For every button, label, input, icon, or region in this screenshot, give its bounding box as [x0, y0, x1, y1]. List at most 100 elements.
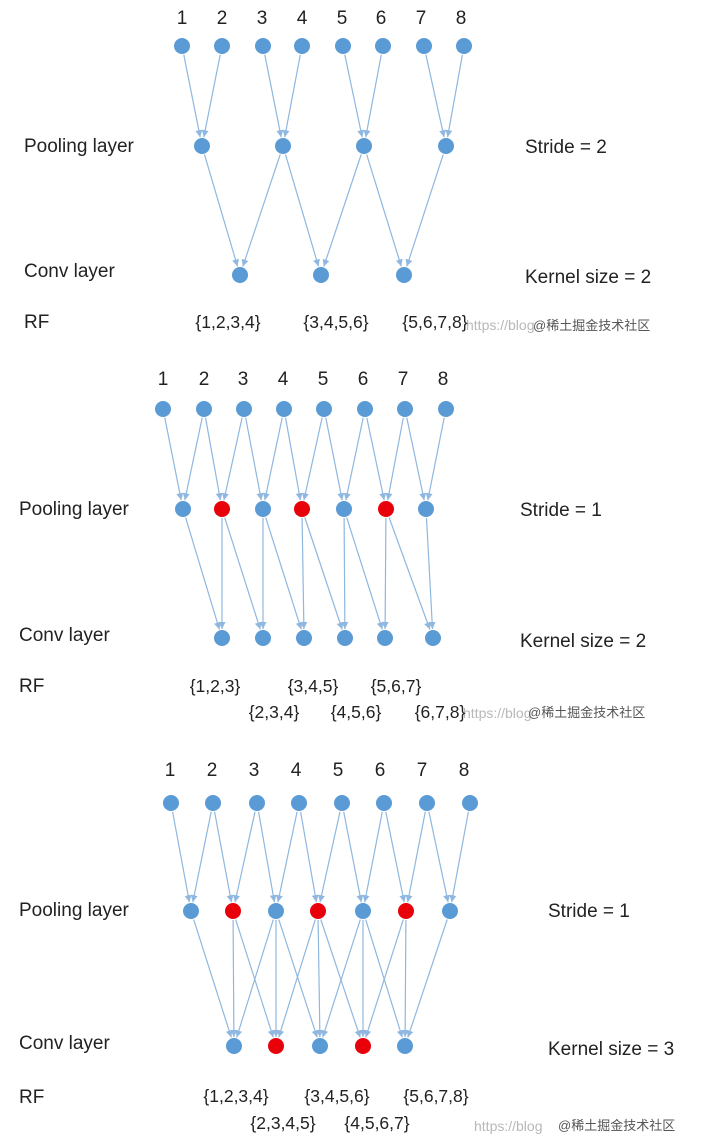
conv-layer-label: Conv layer	[19, 625, 110, 646]
conv-node	[214, 630, 230, 646]
input-label-6: 6	[376, 8, 387, 29]
input-node	[214, 38, 230, 54]
connection-arrow	[282, 54, 301, 138]
input-label-2: 2	[207, 760, 218, 781]
input-label-6: 6	[358, 369, 369, 390]
connection-arrow	[265, 517, 303, 630]
rf-set: {1,2,3,4}	[195, 312, 260, 332]
connection-arrow	[304, 517, 344, 630]
connection-arrow	[344, 54, 365, 138]
rf-set: {5,6,7}	[371, 676, 422, 696]
input-node	[255, 38, 271, 54]
connection-arrow	[406, 417, 427, 501]
connection-arrow	[321, 919, 361, 1038]
panel-3-nodes	[163, 795, 478, 1054]
input-label-7: 7	[398, 369, 409, 390]
kernel-size-text: Kernel size = 2	[520, 631, 646, 652]
pooling-node	[355, 903, 371, 919]
input-node	[419, 795, 435, 811]
rf-set: {4,5,6}	[331, 702, 382, 722]
pooling-layer-label: Pooling layer	[24, 136, 135, 157]
input-label-7: 7	[417, 760, 428, 781]
connection-arrow	[366, 417, 387, 501]
connection-arrow	[366, 154, 403, 267]
conv-node	[396, 267, 412, 283]
connection-arrow	[445, 54, 463, 138]
connection-arrow	[385, 417, 404, 501]
rf-set: {1,2,3,4}	[203, 1086, 268, 1106]
pooling-node	[268, 903, 284, 919]
connection-arrow	[245, 417, 264, 501]
connection-arrow	[300, 517, 308, 630]
watermark-url: https://blog	[463, 705, 532, 721]
rf-set: {6,7,8}	[415, 702, 466, 722]
stride-text: Stride = 1	[548, 901, 630, 922]
input-label-4: 4	[291, 760, 302, 781]
input-node	[376, 795, 392, 811]
connection-arrow	[201, 54, 221, 138]
connection-arrow	[322, 154, 362, 267]
connection-arrow	[193, 919, 233, 1038]
panel-stride-1-kernel-2: 1 2 3 4 5 6 7 8 Pooling layer Conv layer…	[19, 369, 646, 722]
connection-arrow	[277, 919, 316, 1038]
rf-label: RF	[19, 1087, 44, 1108]
receptive-field-sets: {1,2,3,4} {2,3,4,5} {3,4,5,6} {4,5,6,7} …	[203, 1086, 468, 1133]
connection-arrow	[346, 517, 384, 630]
conv-node	[337, 630, 353, 646]
connection-arrow	[343, 417, 364, 501]
connection-arrow	[182, 417, 203, 501]
input-label-7: 7	[416, 8, 427, 29]
input-label-1: 1	[158, 369, 169, 390]
panel-stride-1-kernel-3: 1 2 3 4 5 6 7 8 Pooling layer Conv layer…	[19, 760, 675, 1134]
conv-node	[397, 1038, 413, 1054]
input-label-3: 3	[257, 8, 268, 29]
connection-arrow	[381, 517, 389, 630]
connection-arrow	[190, 811, 212, 903]
conv-layer-label: Conv layer	[19, 1033, 110, 1054]
connection-arrow	[164, 417, 184, 501]
input-node	[155, 401, 171, 417]
conv-node	[255, 630, 271, 646]
connection-arrow	[343, 811, 364, 903]
conv-node	[313, 267, 329, 283]
pooling-node	[442, 903, 458, 919]
kernel-size-text: Kernel size = 3	[548, 1039, 674, 1060]
input-node	[357, 401, 373, 417]
input-label-8: 8	[456, 8, 467, 29]
input-node	[196, 401, 212, 417]
input-node	[375, 38, 391, 54]
watermark-url: https://blog	[466, 317, 535, 333]
input-label-8: 8	[438, 369, 449, 390]
input-node	[316, 401, 332, 417]
pooling-node-highlighted	[310, 903, 326, 919]
input-node	[416, 38, 432, 54]
rf-label: RF	[19, 676, 44, 697]
pooling-node	[194, 138, 210, 154]
connection-arrow	[221, 417, 243, 501]
connection-arrow	[325, 417, 345, 501]
conv-node-highlighted	[355, 1038, 371, 1054]
pooling-node	[418, 501, 434, 517]
connection-arrow	[300, 811, 319, 903]
input-label-2: 2	[217, 8, 228, 29]
connection-arrow	[258, 811, 277, 903]
connection-arrow	[203, 154, 239, 267]
connection-arrow	[262, 417, 283, 501]
rf-set: {3,4,5}	[288, 676, 339, 696]
pooling-node-highlighted	[294, 501, 310, 517]
input-label-1: 1	[177, 8, 188, 29]
rf-set: {5,6,7,8}	[402, 312, 467, 332]
connection-arrow	[428, 811, 451, 903]
input-label-8: 8	[459, 760, 470, 781]
connection-arrow	[385, 811, 407, 903]
connection-arrow	[365, 919, 404, 1038]
pooling-node	[255, 501, 271, 517]
panel-2-edges	[164, 417, 445, 630]
receptive-field-sets: {1,2,3,4} {3,4,5,6} {5,6,7,8}	[195, 312, 467, 332]
rf-set: {3,4,5,6}	[303, 312, 368, 332]
input-label-1: 1	[165, 760, 176, 781]
input-node	[205, 795, 221, 811]
rf-set: {5,6,7,8}	[403, 1086, 468, 1106]
connection-arrow	[285, 417, 303, 501]
connection-arrow	[235, 919, 275, 1038]
